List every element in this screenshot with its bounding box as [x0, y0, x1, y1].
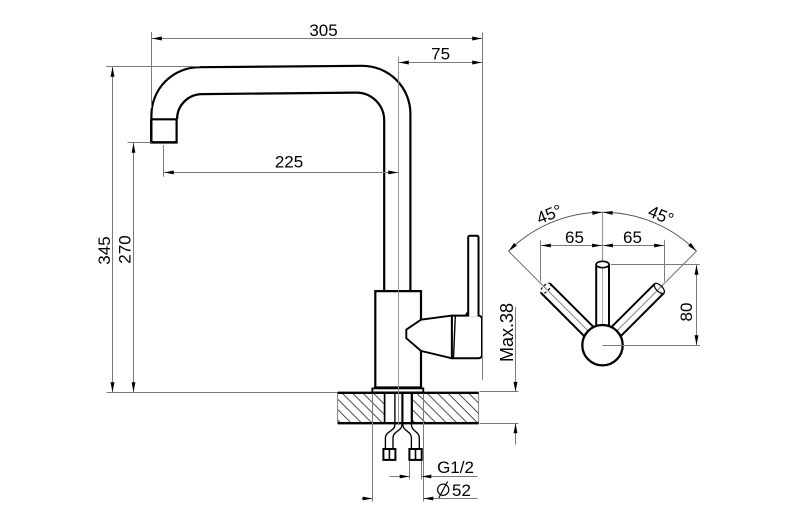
svg-text:65: 65 — [623, 228, 642, 247]
svg-text:75: 75 — [431, 45, 450, 64]
svg-text:52: 52 — [452, 481, 471, 500]
svg-text:270: 270 — [116, 235, 135, 263]
svg-text:G1/2: G1/2 — [437, 458, 474, 477]
svg-text:305: 305 — [309, 21, 337, 40]
svg-text:345: 345 — [95, 236, 114, 264]
svg-text:80: 80 — [677, 303, 696, 322]
svg-text:Max.38: Max.38 — [497, 303, 517, 362]
svg-text:65: 65 — [565, 228, 584, 247]
svg-text:225: 225 — [275, 153, 303, 172]
